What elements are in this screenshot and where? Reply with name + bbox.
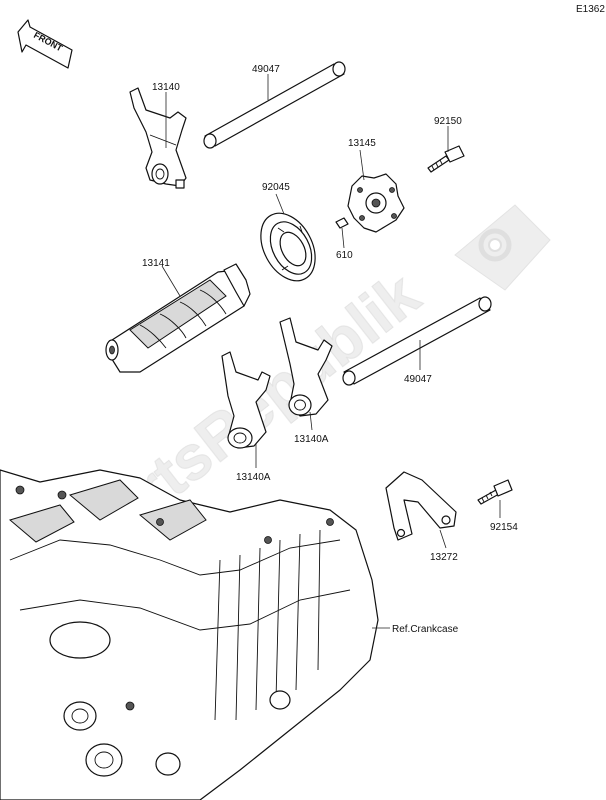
- bolt-92150: [427, 145, 465, 173]
- crankcase: [0, 469, 379, 800]
- label-13140: 13140: [152, 82, 180, 93]
- label-610: 610: [336, 250, 353, 261]
- leader-lines: [161, 74, 501, 629]
- shaft-49047-top: [203, 61, 346, 149]
- part-labels: 13140 49047 92150 13145 92045 13141 610 …: [142, 64, 518, 635]
- front-arrow-icon: FRONT: [17, 19, 73, 69]
- diagram-code: E1362: [576, 4, 605, 15]
- shift-fork-13140a-right: [279, 317, 333, 417]
- shaft-49047-bottom: [342, 296, 492, 386]
- shift-fork-13140a-left: [221, 351, 271, 449]
- label-92154: 92154: [490, 522, 518, 533]
- watermark-gear-icon: [454, 204, 551, 291]
- label-13141: 13141: [142, 258, 170, 269]
- label-92150: 92150: [434, 116, 462, 127]
- label-49047-top: 49047: [252, 64, 280, 75]
- pin-610: [335, 217, 349, 229]
- shift-drum-cam-13145: [347, 173, 405, 233]
- bolt-92154: [477, 479, 513, 505]
- bracket-13272: [385, 471, 457, 541]
- label-13140a-right: 13140A: [294, 434, 329, 445]
- shift-fork-13140: [129, 87, 187, 189]
- label-13140a-left: 13140A: [236, 472, 271, 483]
- shift-drum-13141: [105, 263, 251, 373]
- bearing-92045: [260, 212, 316, 282]
- label-13145: 13145: [348, 138, 376, 149]
- label-92045: 92045: [262, 182, 290, 193]
- label-ref-crankcase: Ref.Crankcase: [392, 624, 459, 635]
- label-49047-bottom: 49047: [404, 374, 432, 385]
- label-13272: 13272: [430, 552, 458, 563]
